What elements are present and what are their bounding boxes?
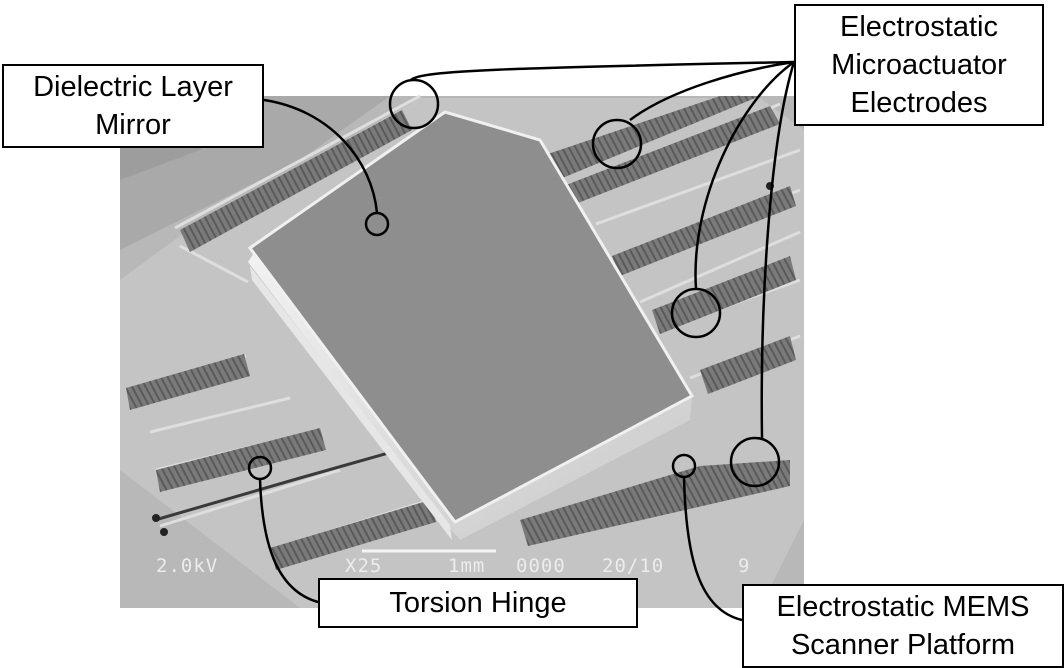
dielectric-mirror	[247, 110, 695, 524]
label-line: Scanner Platform	[790, 629, 1016, 661]
hinge-leader	[258, 478, 319, 604]
electrodes	[126, 96, 796, 570]
electrode-leader	[694, 60, 795, 290]
electrode-callout-circle	[388, 78, 440, 130]
electrode	[536, 96, 760, 184]
electrode-leader	[629, 60, 795, 122]
label-line: Microactuator	[831, 49, 1007, 81]
hinge-dot	[160, 528, 168, 536]
label-scanner-platform: Electrostatic MEMS Scanner Platform	[742, 584, 1064, 668]
label-line: Electrodes	[850, 87, 988, 119]
mirror-side-left	[250, 266, 452, 540]
label-microactuator-electrodes: Electrostatic Microactuator Electrodes	[794, 4, 1044, 126]
torsion-hinge-trace	[154, 442, 421, 522]
label-torsion-hinge: Torsion Hinge	[318, 578, 638, 628]
electrode-callout-circle	[729, 436, 781, 488]
label-line: Electrostatic MEMS	[776, 591, 1030, 623]
mirror-leader	[263, 98, 379, 214]
label-line: Dielectric Layer	[33, 71, 233, 103]
electrode	[700, 336, 796, 394]
sem-image-number: 0000	[516, 555, 566, 577]
sem-date: 20/10	[602, 555, 664, 577]
label-line: Torsion Hinge	[389, 587, 567, 619]
electrode	[548, 106, 780, 210]
label-line: Electrostatic	[840, 11, 998, 43]
electrode	[520, 460, 790, 546]
electrode	[126, 354, 250, 410]
electrode-leader	[760, 61, 796, 439]
electrode	[652, 256, 796, 334]
electrode	[180, 110, 412, 252]
electrode-leader	[410, 60, 795, 81]
sem-info-bar: 2.0kV X25 1mm 0000 20/10 9	[156, 549, 750, 577]
sem-voltage: 2.0kV	[156, 555, 218, 577]
hinge-dot	[152, 514, 160, 522]
leader-lines	[258, 60, 796, 622]
electrode-callout-circle	[591, 118, 643, 170]
sem-magnification: X25	[345, 555, 382, 577]
platform-leader	[682, 476, 743, 622]
sem-tail: 9	[738, 555, 750, 577]
electrode	[270, 500, 436, 570]
label-line: Mirror	[95, 109, 171, 141]
label-dielectric-mirror: Dielectric Layer Mirror	[2, 64, 264, 148]
electrode	[612, 186, 796, 276]
electrode	[156, 428, 326, 492]
mirror-side	[248, 250, 692, 540]
sem-scale: 1mm	[448, 555, 485, 577]
